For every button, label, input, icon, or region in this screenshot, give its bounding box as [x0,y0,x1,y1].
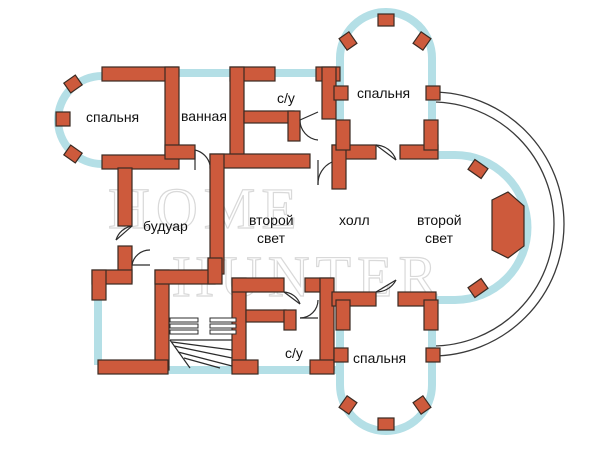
label-second-light-left-2: свет [257,230,286,246]
label-hall: холл [339,212,370,228]
label-bedroom-left: спальня [86,109,139,125]
doors [115,111,397,319]
label-bathroom: ванная [181,108,227,124]
label-second-light-right-2: свет [425,230,454,246]
label-bedroom-bottom: спальня [353,350,406,366]
label-wc-bottom: с/у [285,345,303,361]
label-bedroom-top: спальня [357,85,410,101]
terrace-arcs [431,91,565,357]
watermark-line-1: HOME [108,176,303,241]
room-labels: спальня ванная с/у спальня будуар второй… [86,85,462,366]
label-boudoir: будуар [143,218,188,234]
walls [55,13,525,431]
label-second-light-right-1: второй [417,212,462,228]
stairs [169,317,237,369]
label-second-light-left-1: второй [249,212,294,228]
label-wc-top: с/у [277,90,295,106]
